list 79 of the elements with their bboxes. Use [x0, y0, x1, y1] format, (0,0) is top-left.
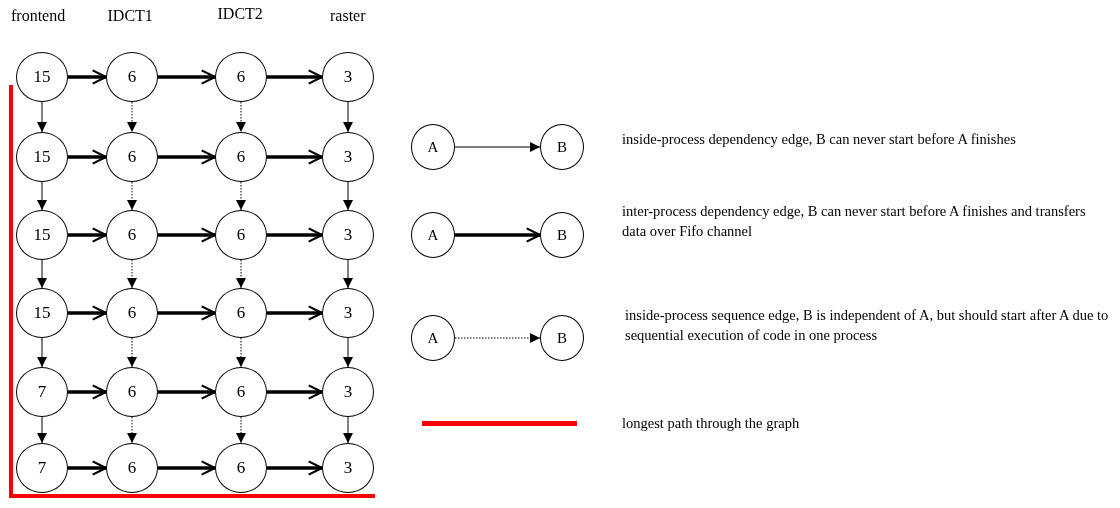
legend-text: inside-process sequence edge, B is independent of A, but should start after A due to sequential execution of code in one process — [625, 306, 1110, 345]
arrow — [454, 142, 541, 152]
circle-node: B — [540, 124, 584, 170]
arrow — [68, 305, 108, 321]
arrow — [68, 149, 108, 165]
circle-node: 6 — [215, 288, 267, 338]
arrow — [267, 460, 324, 476]
legend-text: longest path through the graph — [622, 414, 801, 433]
circle-node: 6 — [106, 367, 158, 417]
arrow — [127, 337, 137, 368]
column-header: raster — [330, 7, 366, 25]
circle-node: 6 — [215, 52, 267, 102]
circle-node: 6 — [106, 52, 158, 102]
circle-node: 7 — [16, 367, 68, 417]
circle-node: 6 — [106, 443, 158, 493]
arrow — [236, 181, 246, 211]
arrow — [236, 101, 246, 133]
arrow — [68, 227, 108, 243]
arrow — [37, 416, 47, 444]
circle-node: 6 — [106, 132, 158, 182]
arrow — [68, 69, 108, 85]
arrow — [37, 259, 47, 289]
arrow — [343, 181, 353, 211]
arrow — [236, 259, 246, 289]
circle-node: B — [540, 315, 584, 361]
arrow — [127, 101, 137, 133]
circle-node: A — [411, 212, 455, 258]
column-header: frontend — [11, 7, 66, 25]
circle-node: 15 — [16, 288, 68, 338]
arrow — [127, 416, 137, 444]
arrow — [454, 333, 541, 343]
circle-node: 6 — [106, 288, 158, 338]
column-header: IDCT1 — [107, 7, 153, 25]
arrow — [158, 227, 217, 243]
circle-node: 6 — [215, 367, 267, 417]
column-header: IDCT2 — [217, 5, 263, 23]
circle-node: 3 — [322, 132, 374, 182]
arrow — [267, 305, 324, 321]
arrow — [267, 227, 324, 243]
legend-text: inside-process dependency edge, B can never start before A finishes — [622, 130, 1017, 149]
circle-node: 3 — [322, 210, 374, 260]
circle-node: 15 — [16, 210, 68, 260]
arrow — [267, 149, 324, 165]
arrow — [158, 384, 217, 400]
arrow — [68, 460, 108, 476]
circle-node: 3 — [322, 367, 374, 417]
arrow — [158, 305, 217, 321]
arrow — [267, 69, 324, 85]
arrow — [343, 259, 353, 289]
arrow — [343, 101, 353, 133]
arrow — [236, 416, 246, 444]
arrow — [343, 416, 353, 444]
circle-node: 6 — [106, 210, 158, 260]
circle-node: B — [540, 212, 584, 258]
arrow — [343, 337, 353, 368]
arrow — [127, 259, 137, 289]
arrow — [455, 227, 542, 243]
arrow — [236, 337, 246, 368]
circle-node: 3 — [322, 52, 374, 102]
arrow — [127, 181, 137, 211]
circle-node: A — [411, 124, 455, 170]
legend-text: inter-process dependency edge, B can never start before A finishes and transfers data over Fifo channel — [622, 202, 1087, 241]
circle-node: 6 — [215, 132, 267, 182]
arrow — [158, 69, 217, 85]
circle-node: 3 — [322, 443, 374, 493]
circle-node: 6 — [215, 210, 267, 260]
arrow — [37, 101, 47, 133]
arrow — [37, 337, 47, 368]
circle-node: 6 — [215, 443, 267, 493]
circle-node: A — [411, 315, 455, 361]
arrow — [158, 149, 217, 165]
circle-node: 15 — [16, 132, 68, 182]
arrow — [37, 181, 47, 211]
arrow — [68, 384, 108, 400]
circle-node: 15 — [16, 52, 68, 102]
arrow — [267, 384, 324, 400]
circle-node: 3 — [322, 288, 374, 338]
arrow — [158, 460, 217, 476]
circle-node: 7 — [16, 443, 68, 493]
